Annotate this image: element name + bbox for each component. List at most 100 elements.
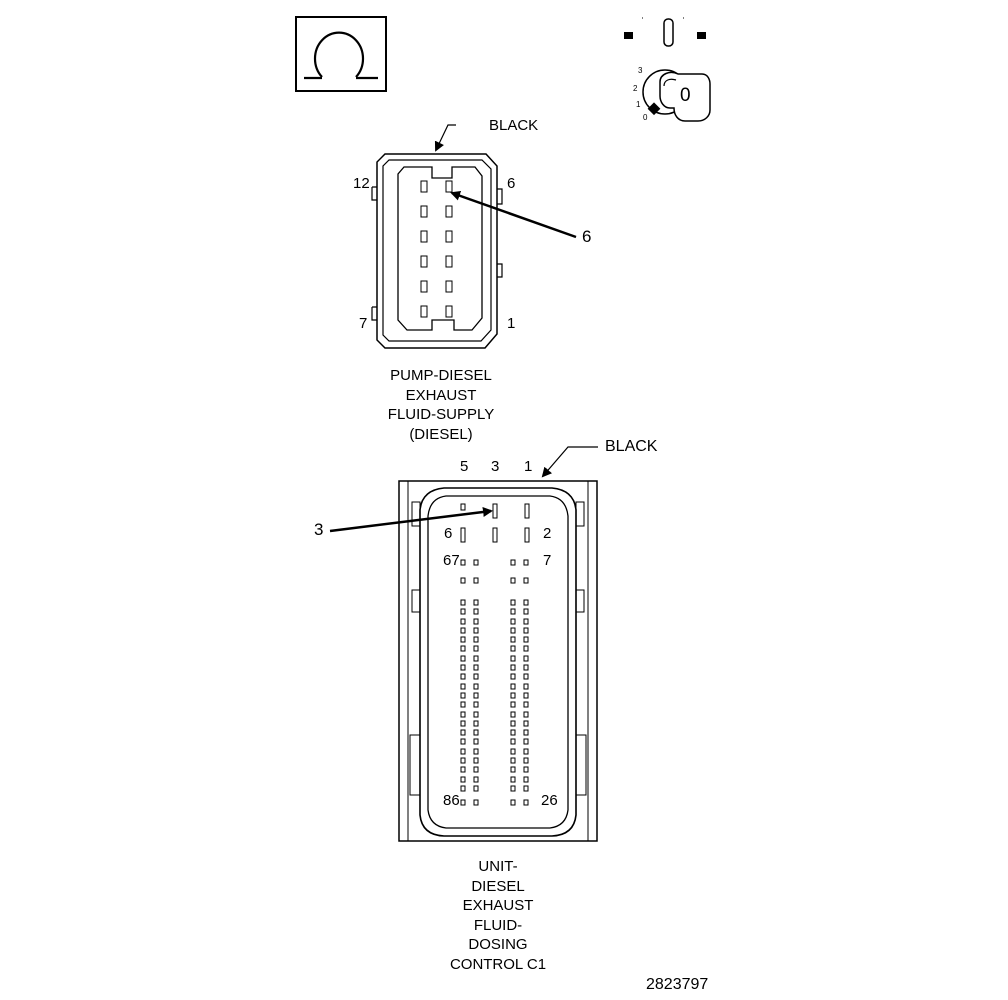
dosing-control-connector [398, 480, 598, 842]
dosing-control-pin-cavity [523, 692, 529, 699]
supply-pump-pin-cavity [420, 180, 428, 193]
dosing-control-pin-cavity [510, 729, 516, 736]
dosing-control-pin-2-label: 2 [543, 525, 552, 542]
supply-pump-pin-cavity [445, 255, 453, 268]
dosing-control-pin-cavity [523, 785, 529, 792]
dosing-control-pin-cavity [510, 766, 516, 773]
dosing-control-pin-cavity [510, 636, 516, 643]
dosing-control-pin-cavity [510, 711, 516, 718]
dosing-control-pin-cavity [460, 527, 466, 543]
dosing-control-pin-cavity [510, 683, 516, 690]
dosing-control-pin-cavity [523, 799, 529, 806]
ignition-key-label: 0 [680, 85, 691, 106]
dosing-control-pin-7-label: 7 [543, 552, 552, 569]
supply-pump-title-line-2: EXHAUST [405, 386, 477, 404]
dosing-control-pin-cavity [510, 627, 516, 634]
supply-pump-pin-cavity [445, 180, 453, 193]
dosing-control-pin-cavity [510, 664, 516, 671]
dosing-control-pin-cavity [510, 720, 516, 727]
dosing-control-pin-cavity [523, 766, 529, 773]
dosing-control-pin-cavity [523, 664, 529, 671]
dosing-control-pin-26-label: 26 [541, 792, 558, 809]
dosing-control-pin-cavity [510, 776, 516, 783]
dosing-control-pin-cavity [460, 627, 466, 634]
dosing-control-pin-cavity [523, 673, 529, 680]
dosing-control-pin-cavity [460, 577, 466, 584]
dosing-control-title-line-4: FLUID- [473, 916, 523, 934]
dosing-control-pin-cavity [473, 618, 479, 625]
dosing-control-pin-cavity [473, 711, 479, 718]
supply-pump-callout-label: 6 [582, 227, 592, 246]
dosing-control-pin-cavity [523, 757, 529, 764]
dosing-control-pin-cavity [460, 729, 466, 736]
dosing-control-color-leader [541, 446, 598, 478]
dosing-control-pin-cavity [460, 599, 466, 606]
dosing-control-pin-cavity [523, 608, 529, 615]
ignition-position-2: 2 [633, 84, 638, 93]
dosing-control-pin-cavity [523, 729, 529, 736]
dosing-control-pin-cavity [473, 608, 479, 615]
dosing-control-pin-cavity [473, 599, 479, 606]
dosing-control-pin-cavity [473, 655, 479, 662]
dosing-control-title-line-3: EXHAUST [462, 897, 534, 914]
supply-pump-connector [371, 153, 503, 349]
dosing-control-pin-cavity [473, 701, 479, 708]
dosing-control-title-line-5: DOSING [468, 936, 528, 953]
supply-pump-pin-cavity [445, 205, 453, 218]
dosing-control-pin-cavity [460, 757, 466, 764]
dosing-control-pin-cavity [510, 559, 516, 566]
dosing-control-pin-cavity [523, 776, 529, 783]
dosing-control-pin-cavity [460, 618, 466, 625]
dosing-control-callout-arrow [329, 507, 493, 533]
dosing-control-pin-cavity [510, 673, 516, 680]
dosing-control-pin-cavity [492, 503, 498, 519]
dosing-control-pin-cavity [510, 692, 516, 699]
dosing-control-pin-cavity [460, 503, 466, 511]
dosing-control-pin-cavity [460, 673, 466, 680]
dosing-control-title-line-1: UNIT- [478, 858, 518, 875]
dosing-control-pins [460, 503, 530, 806]
dosing-control-pin-5-label: 5 [460, 458, 469, 475]
supply-pump-pin-6-label: 6 [507, 175, 516, 192]
supply-pump-pin-cavity [420, 280, 428, 293]
dosing-control-pin-1-label: 1 [524, 458, 533, 475]
dosing-control-pin-cavity [523, 655, 529, 662]
dosing-control-pin-cavity [523, 636, 529, 643]
dosing-control-pin-cavity [523, 683, 529, 690]
dosing-control-pin-cavity [460, 559, 466, 566]
supply-pump-title: PUMP-DIESEL EXHAUST FLUID-SUPPLY (DIESEL… [363, 366, 519, 444]
dosing-control-pin-cavity [460, 636, 466, 643]
supply-pump-pin-12-label: 12 [353, 175, 370, 192]
supply-pump-pin-cavity [420, 230, 428, 243]
ignition-key-off-icon [624, 17, 711, 122]
dosing-control-pin-cavity [510, 655, 516, 662]
dosing-control-color-label: BLACK [605, 438, 658, 455]
ignition-position-1: 1 [636, 100, 641, 109]
supply-pump-pin-cavity [445, 280, 453, 293]
dosing-control-pin-3-label: 3 [491, 458, 500, 475]
supply-pump-title-line-4: (DIESEL) [409, 425, 473, 443]
supply-pump-pin-cavity [420, 205, 428, 218]
dosing-control-pin-cavity [473, 673, 479, 680]
dosing-control-pin-cavity [473, 559, 479, 566]
figure-id: 2823797 [646, 976, 709, 993]
ignition-position-0: 0 [643, 113, 648, 122]
dosing-control-pin-cavity [473, 729, 479, 736]
supply-pump-pin-cavity [445, 305, 453, 318]
dosing-control-pin-cavity [523, 711, 529, 718]
dosing-control-pin-67-label: 67 [443, 552, 460, 569]
dosing-control-pin-cavity [460, 664, 466, 671]
dosing-control-pin-cavity [523, 599, 529, 606]
dosing-control-pin-cavity [510, 748, 516, 755]
dosing-control-pin-cavity [473, 757, 479, 764]
supply-pump-pin-cavity [420, 255, 428, 268]
dosing-control-pin-cavity [473, 664, 479, 671]
dosing-control-pin-cavity [523, 738, 529, 745]
dosing-control-pin-6-label: 6 [444, 525, 453, 542]
ignition-position-3: 3 [638, 66, 643, 75]
dosing-control-pin-cavity [460, 683, 466, 690]
dosing-control-pin-cavity [510, 738, 516, 745]
supply-pump-color-leader [434, 124, 456, 152]
dosing-control-pin-cavity [510, 577, 516, 584]
dosing-control-pin-cavity [473, 720, 479, 727]
